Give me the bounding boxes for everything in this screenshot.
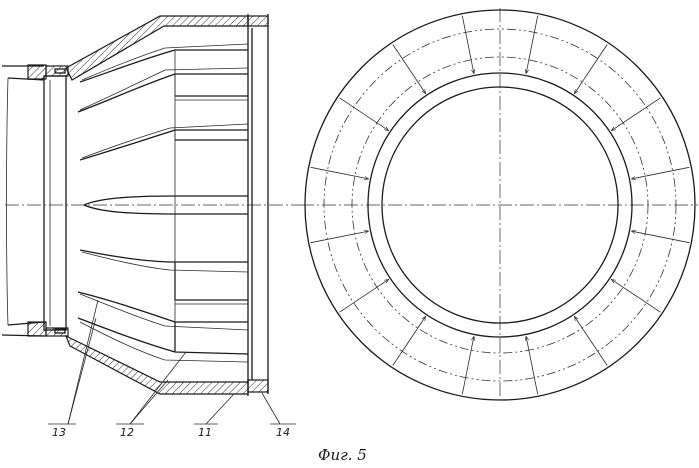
- flow-arrow: [574, 45, 607, 94]
- flow-arrow: [462, 336, 474, 394]
- flow-arrow: [631, 167, 689, 179]
- flow-arrow: [574, 316, 607, 365]
- flow-arrow: [526, 16, 538, 74]
- flow-arrow: [393, 316, 426, 365]
- flow-arrow: [311, 231, 369, 243]
- flow-arrow: [611, 98, 660, 131]
- inlet-pipe: [2, 65, 46, 336]
- label-11: 11: [198, 426, 212, 439]
- flow-arrow: [631, 231, 689, 243]
- side-section-view: 13 12 11 14: [2, 14, 300, 439]
- label-12: 12: [120, 426, 134, 439]
- end-flange-14: [248, 14, 268, 394]
- flow-arrow: [611, 279, 660, 312]
- flow-arrow: [311, 167, 369, 179]
- flow-arrow: [340, 279, 389, 312]
- swirler-blades: [78, 44, 248, 362]
- flow-arrow: [462, 16, 474, 74]
- flow-arrow: [393, 45, 426, 94]
- label-13: 13: [52, 426, 66, 439]
- flow-arrow: [340, 98, 389, 131]
- figure-caption: Фиг. 5: [318, 446, 367, 464]
- label-14: 14: [276, 426, 290, 439]
- inlet-flange: [44, 66, 68, 336]
- end-view: [300, 8, 698, 400]
- flow-arrow: [526, 336, 538, 394]
- leader-lines: [48, 300, 296, 424]
